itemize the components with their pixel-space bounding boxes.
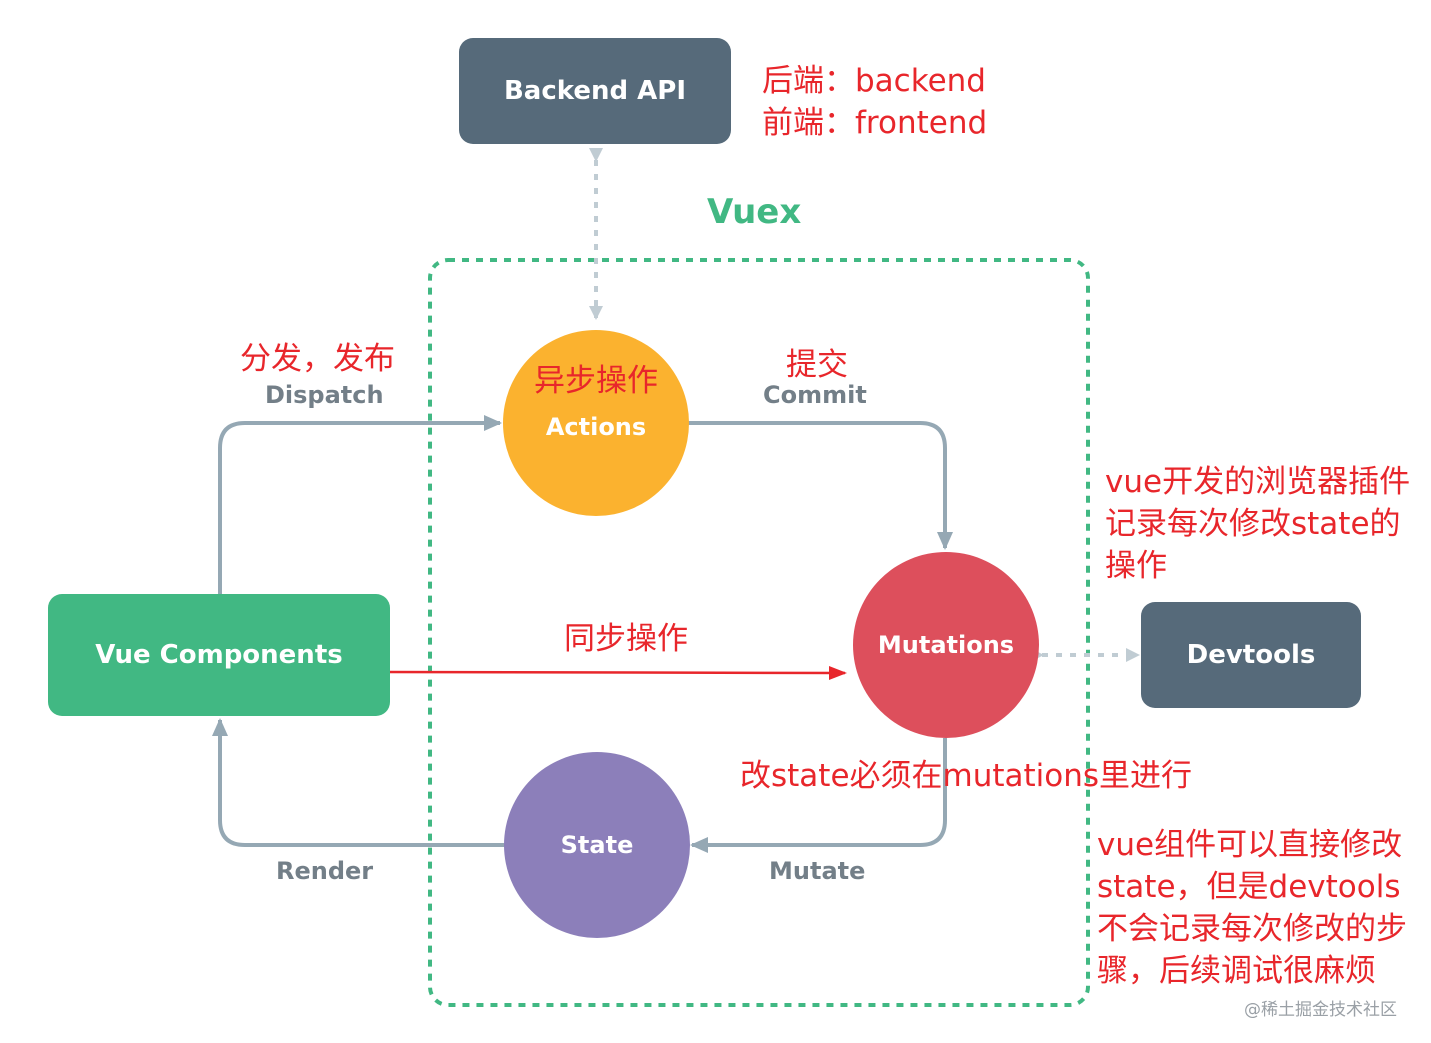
direct-modify-annotation-line: 不会记录每次修改的步 — [1097, 911, 1407, 947]
dispatch-annotation: 分发，发布 — [240, 341, 395, 377]
vuex-title: Vuex — [707, 192, 802, 232]
backend-annotation-line2: 前端：frontend — [762, 105, 988, 141]
mutations-node: Mutations — [853, 552, 1039, 738]
vue-components-label: Vue Components — [95, 640, 343, 670]
render-label: Render — [276, 857, 374, 885]
backend-api-label: Backend API — [503, 76, 687, 106]
actions-node: Actions — [503, 330, 689, 516]
devtools-box: Devtools — [1141, 602, 1361, 708]
devtools-annotation-line: 记录每次修改state的 — [1105, 506, 1401, 542]
direct-modify-annotation: vue组件可以直接修改 state，但是devtools 不会记录每次修改的步 … — [1097, 824, 1407, 992]
actions-annotation: 异步操作 — [534, 363, 658, 399]
direct-modify-annotation-line: 骤，后续调试很麻烦 — [1097, 953, 1376, 989]
dispatch-label: Dispatch — [265, 381, 384, 409]
devtools-annotation: vue开发的浏览器插件 记录每次修改state的 操作 — [1105, 461, 1410, 587]
dispatch-arrow — [218, 415, 502, 595]
actions-label: Actions — [545, 413, 647, 441]
direct-modify-annotation-line: state，但是devtools — [1097, 869, 1401, 905]
mutate-arrow — [690, 738, 947, 853]
commit-annotation: 提交 — [786, 347, 848, 383]
vuex-container-border — [428, 258, 1090, 1007]
backend-annotation-line1: 后端：backend — [762, 63, 986, 99]
mutations-label: Mutations — [877, 631, 1015, 659]
sync-operation-arrow — [369, 665, 847, 680]
state-label: State — [560, 831, 634, 859]
devtools-label: Devtools — [1186, 640, 1316, 670]
commit-arrow — [688, 421, 953, 550]
sync-operation-annotation: 同步操作 — [564, 621, 688, 657]
mutate-label: Mutate — [769, 857, 866, 885]
devtools-annotation-line: 操作 — [1105, 548, 1167, 584]
backend-api-box: Backend API — [459, 38, 731, 144]
devtools-annotation-line: vue开发的浏览器插件 — [1105, 464, 1411, 500]
render-arrow — [212, 718, 505, 847]
vue-components-box: Vue Components — [48, 594, 390, 716]
commit-label: Commit — [763, 381, 867, 409]
watermark: @稀土掘金技术社区 — [1244, 1000, 1397, 1020]
state-node: State — [504, 752, 690, 938]
mutations-rule-annotation: 改state必须在mutations里进行 — [740, 758, 1193, 794]
direct-modify-annotation-line: vue组件可以直接修改 — [1097, 827, 1403, 863]
